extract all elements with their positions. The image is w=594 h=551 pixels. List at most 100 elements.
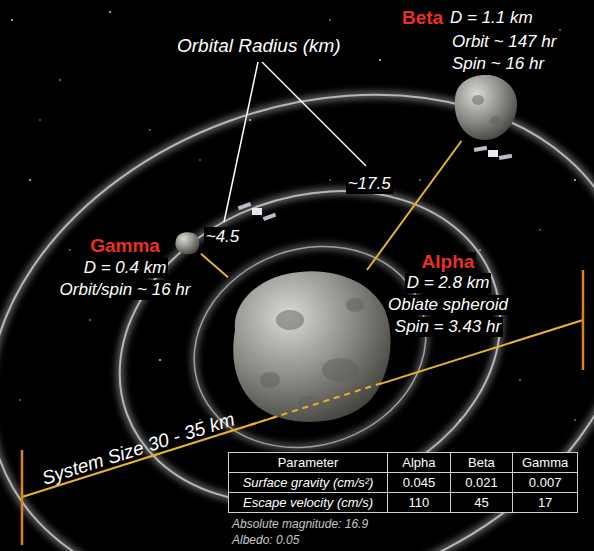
asteroid-property: D = 0.4 km — [82, 258, 169, 278]
asteroid-node: AlphaD = 2.8 kmOblate spheroidSpin = 3.4… — [228, 270, 392, 426]
table-cell: 17 — [513, 493, 578, 513]
orbit-ring-glow — [166, 215, 455, 480]
star — [19, 399, 20, 400]
asteroid-name: Gamma — [88, 236, 162, 256]
star — [539, 229, 540, 230]
asteroid-name: Alpha — [420, 252, 477, 272]
spacecraft — [238, 202, 277, 221]
table-cell-text: 17 — [538, 495, 552, 510]
table-cell-text: Alpha — [402, 455, 435, 470]
star — [329, 179, 330, 180]
table-cell-text: Gamma — [522, 455, 568, 470]
table-cell: 0.021 — [450, 473, 513, 493]
table-cell: Surface gravity (cm/s²) — [229, 473, 388, 493]
spacecraft-body — [252, 208, 262, 215]
leader-line — [262, 62, 366, 166]
star — [519, 379, 521, 381]
asteroid-property: Orbit/spin ~ 16 hr — [58, 280, 193, 300]
orbital-radius-line — [201, 254, 228, 277]
crater — [276, 310, 304, 330]
table-row: Surface gravity (cm/s²) 0.045 0.021 0.007 — [229, 473, 578, 493]
asteroid-property: Orbit ~ 147 hr — [450, 32, 558, 52]
orbit-ring-glow — [0, 9, 594, 551]
orbit-ring — [166, 215, 455, 480]
note: Absolute magnitude: 16.9 — [230, 517, 370, 531]
crater — [490, 116, 500, 124]
crater — [472, 95, 484, 105]
table-cell: 0.007 — [513, 473, 578, 493]
orbit-ring — [0, 9, 594, 551]
star — [59, 79, 61, 81]
star — [159, 359, 161, 361]
orbital-radius-line — [367, 141, 461, 270]
table-cell-text: 45 — [474, 495, 488, 510]
table-cell-text: Parameter — [278, 455, 339, 470]
solar-panel — [499, 154, 512, 160]
crater — [298, 396, 322, 408]
star — [89, 319, 91, 321]
dimension-label: System Size 30 - 35 km — [37, 408, 239, 491]
spacecraft — [474, 146, 512, 160]
asteroid-beta — [455, 75, 517, 140]
table-cell: Escape velocity (cm/s) — [229, 493, 388, 513]
edge-label: ~4.5 — [204, 227, 242, 247]
table-cell-text: Surface gravity (cm/s²) — [243, 475, 374, 490]
note: Albedo: 0.05 — [230, 533, 301, 547]
asteroid-node: BetaD = 1.1 kmOrbit ~ 147 hrSpin ~ 16 hr — [453, 75, 518, 141]
asteroid-property: Oblate spheroid — [386, 295, 510, 315]
crater — [322, 358, 358, 382]
table-cell: Gamma — [513, 453, 578, 473]
star — [29, 179, 31, 181]
system-size-tick — [582, 270, 585, 370]
orbit-ring — [75, 139, 544, 551]
table-cell: Beta — [450, 453, 513, 473]
system-size-tick — [21, 450, 24, 545]
edge-label: ~17.5 — [346, 174, 393, 194]
star — [39, 119, 40, 120]
asteroid-name: Beta — [400, 8, 445, 28]
table-cell: 45 — [450, 493, 513, 513]
asteroid-node: GammaD = 0.4 kmOrbit/spin ~ 16 hr — [176, 231, 201, 255]
star-field — [11, 9, 576, 471]
star — [574, 419, 576, 421]
star — [69, 249, 70, 250]
crater — [260, 372, 280, 388]
asteroid-property: D = 1.1 km — [448, 8, 535, 28]
axis-title: Orbital Radius (km) — [175, 35, 343, 57]
orbit-ring-glow — [75, 139, 544, 551]
asteroid-property: Spin ~ 16 hr — [450, 54, 546, 74]
table-row: Parameter Alpha Beta Gamma — [229, 453, 578, 473]
star — [149, 129, 150, 130]
table-cell-text: 110 — [409, 495, 430, 510]
table-cell: 110 — [388, 493, 451, 513]
table-grid: Parameter Alpha Beta GammaSurface gravity (… — [228, 452, 578, 513]
parameter-table: Parameter Alpha Beta GammaSurface gravity (… — [228, 452, 578, 513]
table-cell-text: 0.021 — [465, 475, 498, 490]
star — [574, 179, 576, 181]
leader-line — [224, 62, 258, 222]
star — [379, 59, 381, 61]
table-cell: Parameter — [229, 453, 388, 473]
star — [249, 119, 251, 121]
table-cell: 0.045 — [388, 473, 451, 493]
solar-panel — [263, 213, 277, 221]
star — [419, 179, 421, 181]
crater — [346, 298, 364, 312]
star — [199, 159, 200, 160]
table-cell-text: 0.045 — [403, 475, 436, 490]
table-cell-text: Beta — [468, 455, 495, 470]
star — [559, 29, 561, 31]
table-cell-text: 0.007 — [529, 475, 562, 490]
table-cell-text: Escape velocity (cm/s) — [243, 495, 373, 510]
solar-panel — [238, 202, 252, 210]
asteroid-alpha — [233, 271, 390, 422]
system-size-line-hidden — [250, 382, 385, 425]
asteroid-property: D = 2.8 km — [405, 273, 492, 293]
asteroid-gamma — [175, 232, 199, 254]
table-cell: Alpha — [388, 453, 451, 473]
spacecraft-body — [488, 150, 498, 157]
star — [329, 19, 331, 21]
star — [11, 19, 13, 21]
star — [109, 11, 111, 13]
